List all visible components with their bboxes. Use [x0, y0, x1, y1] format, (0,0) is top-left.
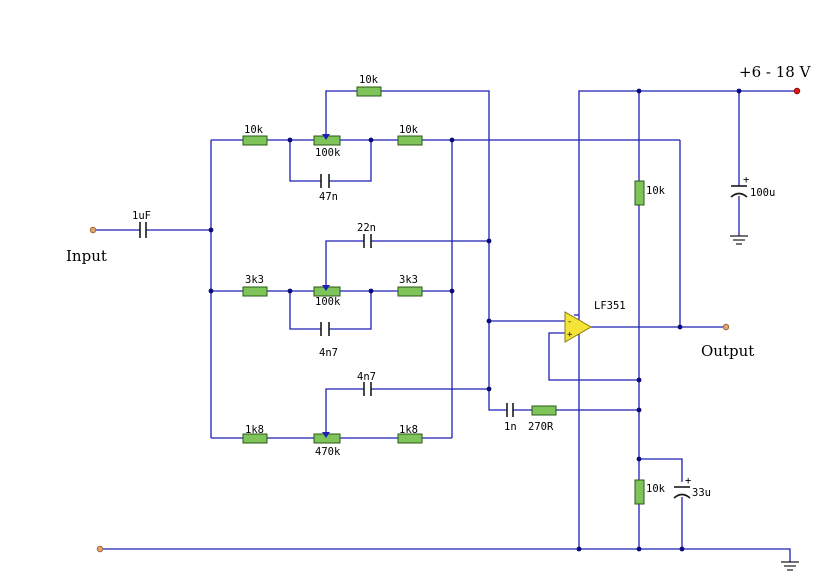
ground-terminal	[96, 545, 104, 553]
resistor-mid-right	[397, 286, 423, 297]
resistor-mid-left	[242, 286, 268, 297]
resistor-series	[531, 405, 557, 416]
r-series-label: 270R	[528, 421, 554, 433]
capacitor-mid-fb-icon	[363, 234, 372, 248]
svg-text:+: +	[743, 174, 749, 186]
resistor-treble-right	[397, 433, 423, 444]
resistor-bias-top	[634, 180, 645, 206]
c-treble-fb-label: 4n7	[357, 371, 376, 383]
opamp-triangle-icon	[564, 311, 593, 343]
svg-text:+: +	[685, 475, 691, 487]
c-bass-label: 47n	[319, 191, 338, 203]
c-mid-label: 4n7	[319, 347, 338, 359]
c-in-label: 1uF	[132, 210, 151, 222]
resistor-bass-right	[397, 135, 423, 146]
wiper-mid-icon	[322, 285, 330, 291]
svg-text:+: +	[567, 330, 573, 340]
resistors	[242, 86, 645, 505]
r-bass-right-label: 10k	[399, 124, 419, 136]
capacitor-mid-icon	[320, 322, 330, 336]
wiper-treble-icon	[322, 432, 330, 438]
c-mid-fb-label: 22n	[357, 222, 376, 234]
supply-terminal	[793, 87, 801, 95]
c-bias-label: 33u	[692, 487, 711, 499]
input-terminal	[89, 226, 97, 234]
wiper-arrows	[322, 134, 330, 438]
pot-treble-label: 470k	[315, 446, 341, 458]
r-bass-left-label: 10k	[244, 124, 264, 136]
resistor-fb-top	[356, 86, 382, 97]
ground-main-icon	[781, 561, 799, 571]
resistor-treble-left	[242, 433, 268, 444]
ground-supply-icon	[730, 235, 748, 245]
capacitor-treble-fb-icon	[363, 382, 372, 396]
r-bias-bottom-label: 10k	[646, 483, 666, 495]
output-terminal	[722, 323, 730, 331]
svg-text:-: -	[567, 317, 572, 327]
c-supply-label: 100u	[750, 187, 775, 199]
r-mid-left-label: 3k3	[245, 274, 264, 286]
capacitor-bias-electrolytic-icon: +	[673, 475, 691, 499]
capacitor-input-icon	[139, 222, 147, 238]
c-series-label: 1n	[504, 421, 517, 433]
r-treble-right-label: 1k8	[399, 424, 418, 436]
opamp-lf351: - +	[564, 311, 593, 343]
opamp-label: LF351	[594, 300, 626, 312]
junctions	[208, 88, 742, 552]
capacitor-bass-icon	[320, 174, 330, 188]
pot-mid-label: 100k	[315, 296, 341, 308]
capacitors: + +	[139, 174, 749, 499]
wiper-bass-icon	[322, 134, 330, 140]
r-fb-top-label: 10k	[359, 74, 379, 86]
supply-voltage-label: +6 - 18 V	[739, 63, 812, 81]
input-label: Input	[66, 247, 107, 265]
pot-bass-label: 100k	[315, 147, 341, 159]
r-bias-top-label: 10k	[646, 185, 666, 197]
r-treble-left-label: 1k8	[245, 424, 264, 436]
output-label: Output	[701, 342, 754, 360]
capacitor-supply-electrolytic-icon: +	[730, 174, 749, 198]
resistor-bass-left	[242, 135, 268, 146]
r-mid-right-label: 3k3	[399, 274, 418, 286]
capacitor-series-icon	[506, 403, 514, 417]
resistor-bias-bottom	[634, 479, 645, 505]
